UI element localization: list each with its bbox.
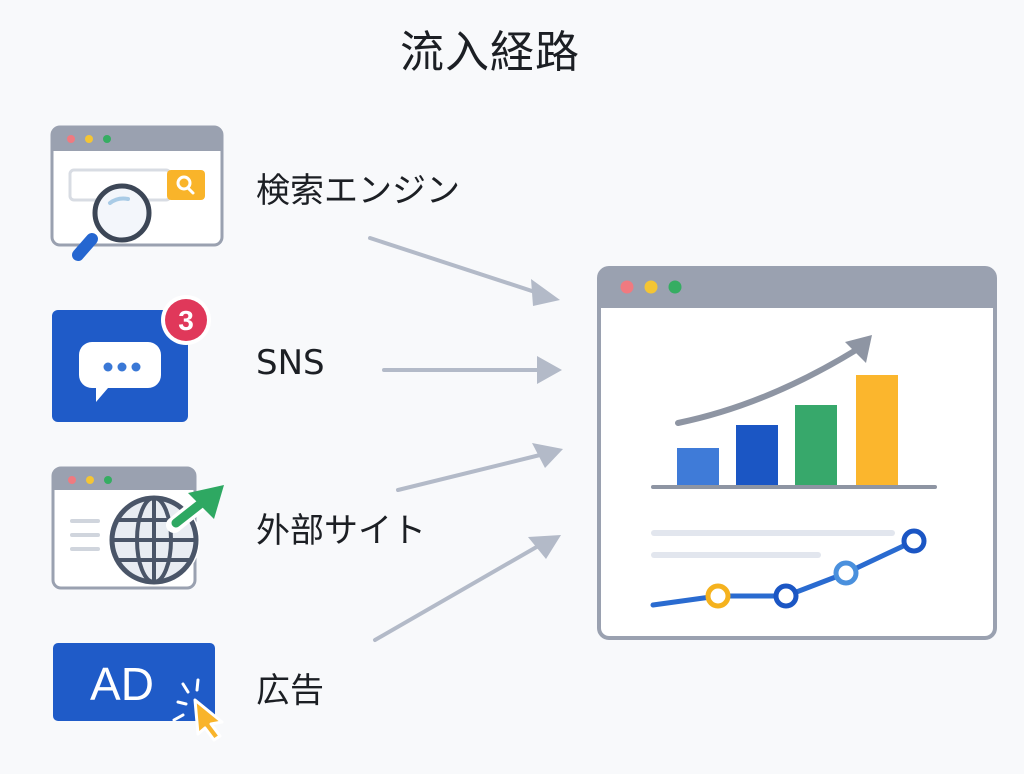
- source-label-external: 外部サイト: [256, 511, 426, 551]
- chat-bubble-icon: 3: [50, 292, 220, 427]
- source-label-ads: 広告: [256, 671, 324, 711]
- arrow-search: [368, 236, 537, 294]
- globe-browser-icon: [50, 465, 230, 595]
- notification-badge-count: 3: [178, 305, 194, 336]
- line-point-4: [901, 528, 927, 554]
- arrow-external: [396, 453, 542, 492]
- search-browser-icon: [50, 125, 230, 265]
- page-title: 流入経路: [400, 27, 580, 78]
- arrow-ads: [373, 543, 542, 642]
- source-label-search: 検索エンジン: [256, 171, 460, 211]
- bar-4: [856, 375, 898, 486]
- bar-3: [795, 405, 837, 486]
- analytics-dashboard-icon: [596, 265, 998, 641]
- line-point-3: [833, 560, 859, 586]
- bar-2: [736, 425, 778, 486]
- ad-text: AD: [90, 658, 154, 710]
- bar-1: [677, 448, 719, 486]
- source-label-sns: SNS: [256, 343, 325, 383]
- line-point-2: [773, 583, 799, 609]
- line-point-1: [705, 583, 731, 609]
- ad-click-icon: AD: [50, 640, 230, 750]
